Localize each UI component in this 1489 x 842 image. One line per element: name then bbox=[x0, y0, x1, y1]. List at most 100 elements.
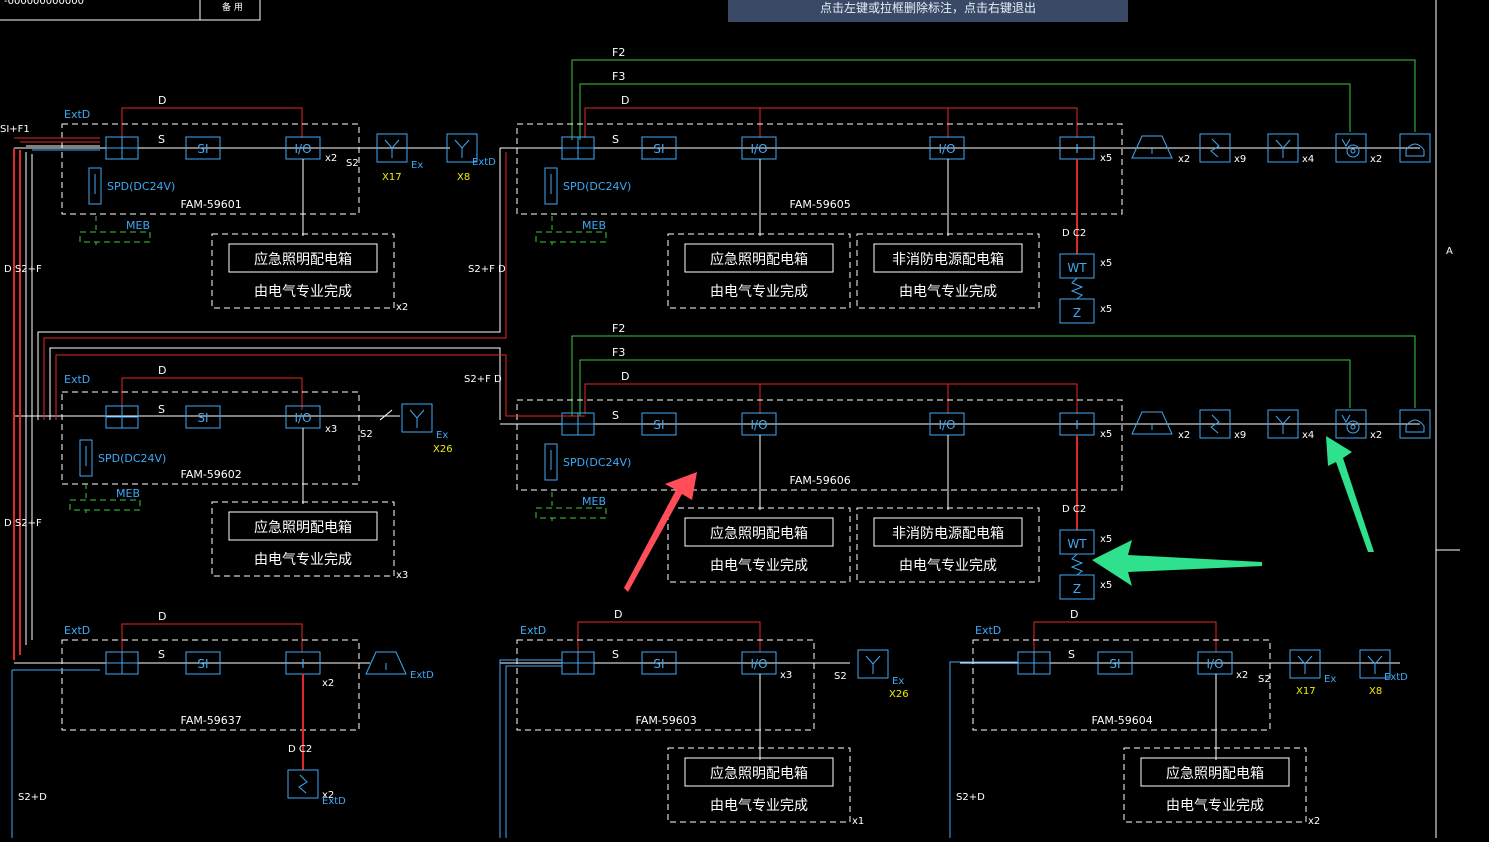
f3-wire bbox=[579, 359, 1351, 416]
panel-box bbox=[211, 233, 395, 309]
ex-label: Ex bbox=[411, 160, 423, 171]
blue-feed bbox=[499, 659, 562, 838]
io-label: I/O bbox=[294, 411, 311, 425]
ex-label: Ex bbox=[892, 676, 904, 687]
status-banner: 点击左键或拉框删除标注，点击右键退出 bbox=[728, 0, 1128, 22]
d-label: D bbox=[1070, 608, 1078, 621]
phone-glyph bbox=[1405, 143, 1425, 157]
panel-name: 应急照明配电箱 bbox=[254, 519, 352, 536]
panel-box bbox=[667, 507, 851, 583]
s-label: S bbox=[1068, 648, 1075, 661]
io-multiplier: x5 bbox=[1100, 153, 1112, 164]
extd-label: ExtD bbox=[322, 796, 346, 807]
device-multiplier: x9 bbox=[1234, 154, 1246, 165]
wt-multiplier: x5 bbox=[1100, 534, 1112, 545]
f2-label: F2 bbox=[612, 322, 625, 335]
wt-label: WT bbox=[1067, 261, 1087, 275]
field-device bbox=[1399, 409, 1431, 439]
z-resistor bbox=[1059, 298, 1095, 324]
x8-label: X8 bbox=[1369, 686, 1382, 697]
meb-label: MEB bbox=[582, 219, 606, 232]
panel-note: 由电气专业完成 bbox=[710, 284, 808, 300]
panel-box bbox=[856, 507, 1040, 583]
device-multiplier: x4 bbox=[1302, 154, 1314, 165]
extd-label: ExtD bbox=[472, 157, 496, 168]
panel-box bbox=[211, 501, 395, 577]
panel-note: 由电气专业完成 bbox=[254, 284, 352, 300]
meb-bar bbox=[79, 231, 151, 243]
meb-label: MEB bbox=[582, 495, 606, 508]
si-label: SI bbox=[653, 418, 664, 432]
io-module bbox=[741, 136, 777, 160]
s-label: S bbox=[612, 133, 619, 146]
s-label: S bbox=[158, 133, 165, 146]
module-device bbox=[287, 769, 319, 799]
extd-label: ExtD bbox=[1384, 672, 1408, 683]
device-glyph bbox=[1341, 414, 1351, 424]
io-module bbox=[741, 412, 777, 436]
module-id-m5: FAM-59606 bbox=[790, 474, 851, 487]
device-glyph bbox=[454, 139, 470, 149]
panel-title-box bbox=[1140, 757, 1290, 787]
wt-resistor bbox=[1070, 553, 1084, 576]
z-multiplier: x5 bbox=[1100, 580, 1112, 591]
io-multiplier: x2 bbox=[325, 153, 337, 164]
device-glyph bbox=[1275, 415, 1291, 425]
field-device bbox=[1199, 409, 1231, 439]
io-label: I/O bbox=[1206, 657, 1223, 671]
io-label: I/O bbox=[294, 142, 311, 156]
annotation-arrow-green[interactable] bbox=[1092, 540, 1262, 586]
trunk-label: D S2+F bbox=[4, 518, 42, 529]
phone-glyph bbox=[1405, 419, 1425, 433]
d-label: D bbox=[158, 364, 166, 377]
frame-zone-label: A bbox=[1446, 246, 1453, 257]
si-label: SI bbox=[197, 657, 208, 671]
field-device bbox=[1199, 133, 1231, 163]
panel-box bbox=[856, 233, 1040, 309]
panel-name: 应急照明配电箱 bbox=[710, 251, 808, 268]
spd-label: SPD(DC24V) bbox=[98, 452, 166, 465]
spd-label: SPD(DC24V) bbox=[563, 456, 631, 469]
module-id-m2: FAM-59602 bbox=[181, 468, 242, 481]
module-box-m3 bbox=[61, 639, 360, 731]
panel-multiplier: x3 bbox=[396, 570, 408, 581]
meb-bar bbox=[535, 231, 607, 243]
panel-title-box bbox=[684, 517, 834, 547]
d-label: D bbox=[614, 608, 622, 621]
annotation-arrow-red[interactable] bbox=[624, 472, 697, 592]
field-device bbox=[1399, 133, 1431, 163]
extd-label: ExtD bbox=[64, 624, 90, 637]
ex-label: Ex bbox=[1324, 674, 1336, 685]
si-isolator bbox=[185, 136, 221, 160]
annotation-arrow-green[interactable] bbox=[1326, 436, 1374, 552]
x26-label: X26 bbox=[433, 444, 453, 455]
io-label: I/O bbox=[750, 418, 767, 432]
field-device bbox=[1267, 409, 1299, 439]
io-multiplier: x5 bbox=[1100, 429, 1112, 440]
field-device bbox=[1267, 133, 1299, 163]
x17-label: X17 bbox=[382, 172, 402, 183]
interconnect bbox=[49, 347, 501, 420]
device-glyph bbox=[1210, 414, 1220, 434]
meb-label: MEB bbox=[126, 219, 150, 232]
io-label: I/O bbox=[938, 418, 955, 432]
smoke-detector bbox=[401, 403, 433, 433]
title-block-cell-text: 备 用 bbox=[222, 1, 243, 13]
manual-call-point bbox=[1131, 135, 1173, 159]
si-isolator bbox=[641, 412, 677, 436]
d-power-wire bbox=[577, 621, 761, 652]
panel-name: 非消防电源配电箱 bbox=[892, 252, 1004, 268]
dc2-label: D C2 bbox=[1062, 228, 1086, 239]
si-isolator bbox=[641, 651, 677, 675]
f3-label: F3 bbox=[612, 70, 625, 83]
si-isolator bbox=[185, 651, 221, 675]
s2-label: S2 bbox=[834, 671, 847, 682]
io-module bbox=[929, 136, 965, 160]
device-multiplier: x2 bbox=[1370, 430, 1382, 441]
heat-detector bbox=[1289, 649, 1321, 679]
extd-label: ExtD bbox=[520, 624, 546, 637]
wt-label: WT bbox=[1067, 537, 1087, 551]
device-glyph bbox=[1210, 138, 1220, 158]
io-label: I/O bbox=[750, 142, 767, 156]
